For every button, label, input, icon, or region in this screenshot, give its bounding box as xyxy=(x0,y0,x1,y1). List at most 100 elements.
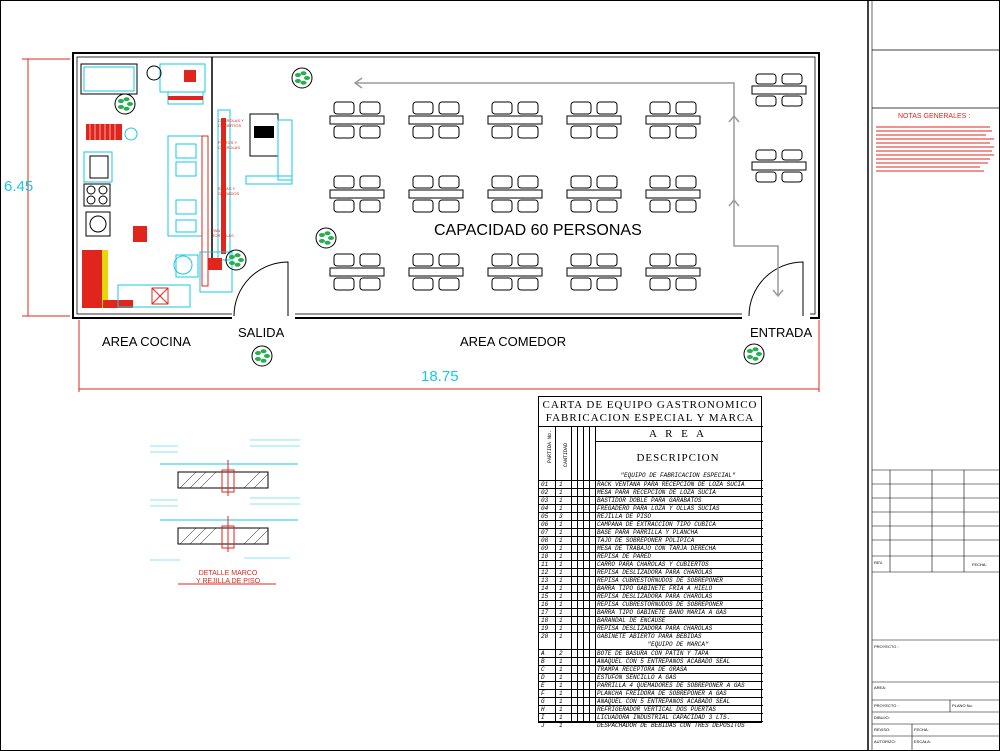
plant-icon xyxy=(743,343,765,365)
schedule-cell-desc: RACK VENTANA PARA RECEPCION DE LOZA SUCI… xyxy=(597,481,745,488)
schedule-cell-no: 06 xyxy=(541,521,549,528)
schedule-cell-no: E xyxy=(541,682,545,689)
schedule-cell-qty: 1 xyxy=(559,658,563,665)
stove-f xyxy=(83,151,113,183)
dining-table xyxy=(751,73,807,107)
building-walls xyxy=(72,52,820,319)
schedule-cell-qty: 1 xyxy=(559,698,563,705)
dining-table xyxy=(645,253,701,291)
revision-grid xyxy=(872,469,1000,751)
schedule-cell-desc: CAMPANA DE EXTRACCION TIPO CUBICA xyxy=(597,521,716,528)
schedule-cell-no: 19 xyxy=(541,625,549,632)
schedule-cell-qty: 1 xyxy=(559,529,563,536)
schedule-cell-qty: 1 xyxy=(559,561,563,568)
schedule-cell-qty: 2 xyxy=(559,650,563,657)
dish-table xyxy=(117,284,191,308)
dining-table xyxy=(566,101,622,139)
equipment-schedule: CARTA DE EQUIPO GASTRONOMICO FABRICACION… xyxy=(538,396,763,729)
circulation-path xyxy=(353,77,784,298)
schedule-cell-qty: 1 xyxy=(559,569,563,576)
area-kitchen-label: AREA COCINA xyxy=(102,334,191,349)
schedule-cell-no: G xyxy=(541,698,545,705)
dim-height: 6.45 xyxy=(4,178,34,195)
dim-width: 18.75 xyxy=(421,368,459,385)
dining-table xyxy=(487,253,543,291)
schedule-cell-desc: REPISA CUBRESTORNUDOS DE SOBREPONER xyxy=(597,601,724,608)
plant-icon xyxy=(225,249,247,271)
schedule-cell-desc: REPISA DESLIZADORA PARA CHAROLAS xyxy=(597,569,713,576)
schedule-row: E 1 PARRILLA 4 QUEMADORES DE SOBREPONER A … xyxy=(539,681,763,689)
schedule-cell-qty: 1 xyxy=(559,633,563,640)
schedule-cell-qty: 1 xyxy=(559,609,563,616)
schedule-cell-desc: MESA PARA RECEPCION DE LOZA SUCIA xyxy=(597,489,716,496)
section-special: "EQUIPO DE FABRICACION ESPECIAL" xyxy=(620,472,736,479)
schedule-cell-qty: 1 xyxy=(559,545,563,552)
detail-title-line2: Y REJILLA DE PISO xyxy=(195,578,261,585)
counter-bar xyxy=(217,109,231,261)
dining-tables xyxy=(329,73,807,291)
schedule-cell-desc: PLANCHA FREIDORA DE SOBREPONER A GAS xyxy=(597,690,727,697)
schedule-cell-qty: 1 xyxy=(559,682,563,689)
col-cantidad: CANTIDAD xyxy=(563,442,569,467)
tb-plano: PLANO No. xyxy=(952,703,973,708)
griddle-d xyxy=(85,211,111,237)
notes-title: NOTAS GENERALES : xyxy=(898,113,971,120)
schedule-cell-qty: 1 xyxy=(559,521,563,528)
serving-line xyxy=(167,135,203,237)
schedule-cell-desc: REPISA DESLIZADORA PARA CHAROLAS xyxy=(597,625,713,632)
schedule-cell-qty: 3 xyxy=(559,513,563,520)
refrigerator xyxy=(80,63,138,95)
schedule-cell-desc: REPISA DE PARED xyxy=(597,553,652,560)
schedule-cell-desc: BOTE DE BASURA CON PATIN Y TAPA xyxy=(597,650,709,657)
dining-table xyxy=(645,175,701,213)
schedule-cell-no: 02 xyxy=(541,489,549,496)
schedule-cell-qty: 1 xyxy=(559,593,563,600)
dining-table xyxy=(645,101,701,139)
schedule-cell-desc: ANAQUEL CON 5 ENTREPANOS ACABADO SEAL xyxy=(597,698,731,705)
exit-label: SALIDA xyxy=(238,325,285,340)
schedule-cell-qty: 1 xyxy=(559,617,563,624)
schedule-cell-qty: 1 xyxy=(559,666,563,673)
tb-dibujo: DIBUJO: xyxy=(874,715,890,720)
schedule-title-2: FABRICACION ESPECIAL Y MARCA xyxy=(545,412,755,424)
tb-fecha: FECHA: xyxy=(972,562,987,567)
schedule-cell-no: H xyxy=(541,706,545,713)
tb-rev: REV. xyxy=(874,560,883,565)
schedule-cell-desc: TRAMPA RECEPTORA DE GRASA xyxy=(597,666,688,673)
schedule-cell-qty: 1 xyxy=(559,722,563,729)
floor-drain-detail xyxy=(150,439,300,585)
schedule-cell-qty: 1 xyxy=(559,505,563,512)
schedule-cell-desc: BARANDAL DE ENCAUSE xyxy=(597,617,666,624)
schedule-cell-desc: BARRA TIPO GABINETE BANO MARIA A GAS xyxy=(597,609,727,616)
schedule-cell-qty: 1 xyxy=(559,481,563,488)
schedule-title-1: CARTA DE EQUIPO GASTRONOMICO xyxy=(542,399,758,411)
schedule-cell-desc: MESA DE TRABAJO CON TARJA DERECHA xyxy=(597,545,716,552)
schedule-cell-no: 18 xyxy=(541,617,549,624)
schedule-cell-qty: 1 xyxy=(559,489,563,496)
schedule-cell-no: 14 xyxy=(541,585,549,592)
schedule-row: 02 1 MESA PARA RECEPCION DE LOZA SUCIA xyxy=(539,488,763,496)
schedule-cell-desc: PARRILLA 4 QUEMADORES DE SOBREPONER A GA… xyxy=(597,682,745,689)
tb-reviso: REVISO: xyxy=(874,727,891,732)
schedule-cell-no: 05 xyxy=(541,513,549,520)
plant-icon xyxy=(315,227,337,249)
schedule-cell-desc: FREGADERO PARA LOZA Y OLLAS SUCIAS xyxy=(597,505,720,512)
schedule-cell-qty: 1 xyxy=(559,585,563,592)
schedule-cell-qty: 1 xyxy=(559,714,563,721)
